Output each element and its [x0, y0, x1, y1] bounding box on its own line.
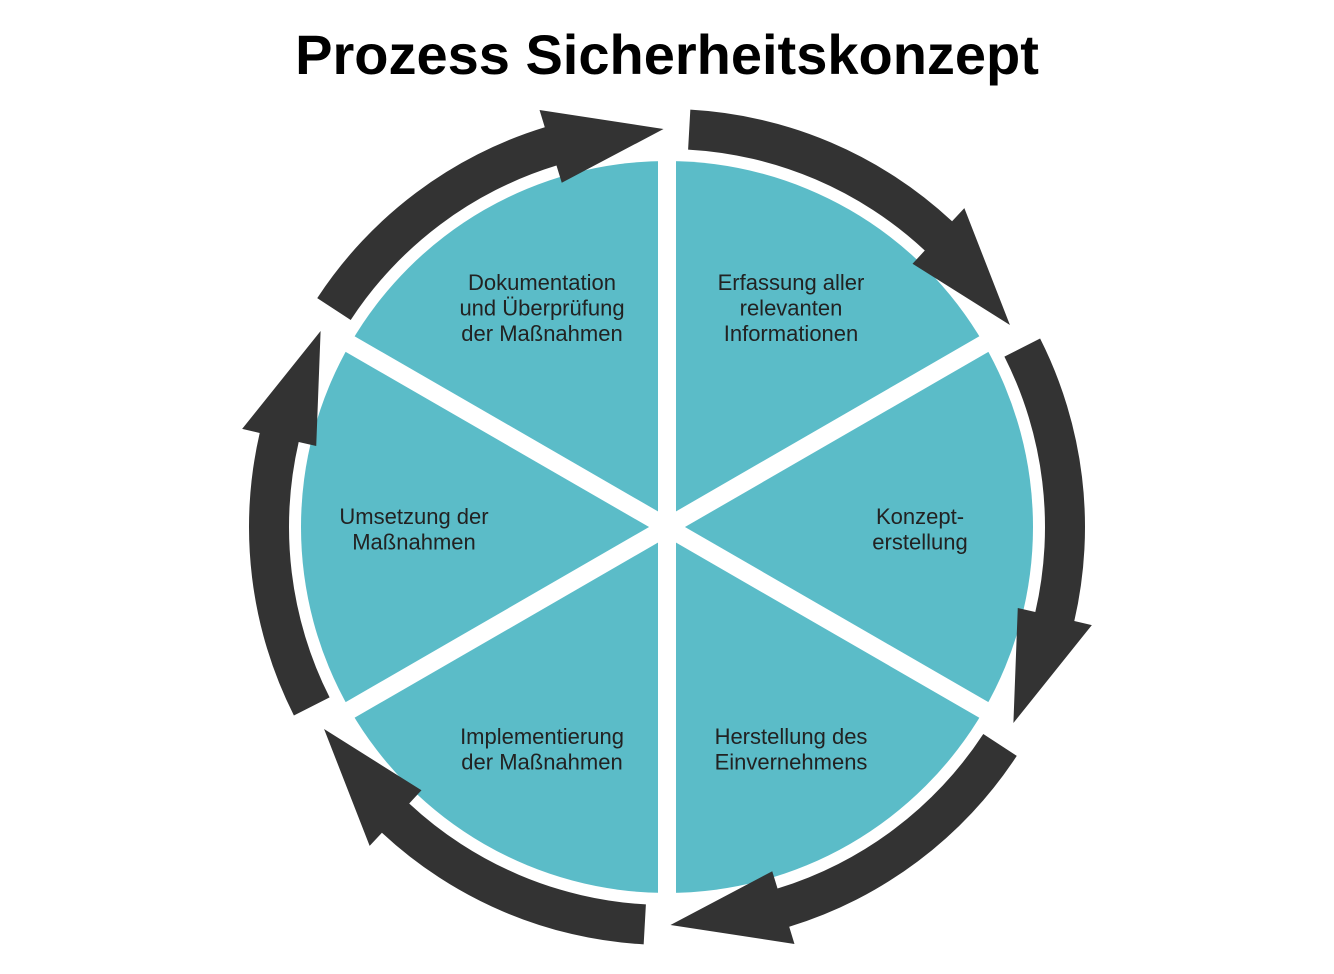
- step-label: Konzept-erstellung: [872, 504, 967, 555]
- segment-wedge: [667, 344, 1034, 710]
- cycle-arrow-icon: [317, 110, 664, 321]
- segment-wedge: [667, 527, 984, 893]
- segment-separator: [293, 519, 672, 748]
- arrows-layer: [242, 109, 1092, 945]
- segment-separator: [662, 306, 1041, 535]
- step-label-line: und Überprüfung: [459, 296, 624, 321]
- step-label-line: Informationen: [724, 321, 859, 346]
- segments-layer: [293, 101, 1041, 953]
- step-label-line: Einvernehmens: [715, 750, 868, 775]
- step-label-line: Konzept-: [876, 504, 964, 529]
- segment-wedge: [350, 160, 667, 527]
- segment-wedge: [300, 344, 667, 710]
- step-label-line: Maßnahmen: [352, 530, 476, 555]
- step-label-line: erstellung: [872, 530, 967, 555]
- cycle-arrow-icon: [242, 331, 330, 716]
- step-label-line: der Maßnahmen: [461, 321, 622, 346]
- segment-wedge: [350, 527, 667, 893]
- step-label-line: der Maßnahmen: [461, 750, 622, 775]
- segment-separator: [293, 306, 672, 535]
- segment-separator: [662, 519, 1041, 748]
- cycle-arrow-icon: [1004, 338, 1092, 723]
- step-label-line: Erfassung aller: [718, 270, 865, 295]
- page-title: Prozess Sicherheitskonzept: [295, 23, 1039, 86]
- cycle-arrow-icon: [324, 729, 646, 945]
- step-label-line: Umsetzung der: [339, 504, 488, 529]
- step-label-line: relevanten: [740, 296, 843, 321]
- step-label-line: Implementierung: [460, 724, 624, 749]
- segment-wedge: [667, 161, 984, 527]
- step-label-line: Herstellung des: [715, 724, 868, 749]
- cycle-arrow-icon: [670, 733, 1017, 944]
- cycle-arrow-icon: [688, 109, 1010, 326]
- step-label-line: Dokumentation: [468, 270, 616, 295]
